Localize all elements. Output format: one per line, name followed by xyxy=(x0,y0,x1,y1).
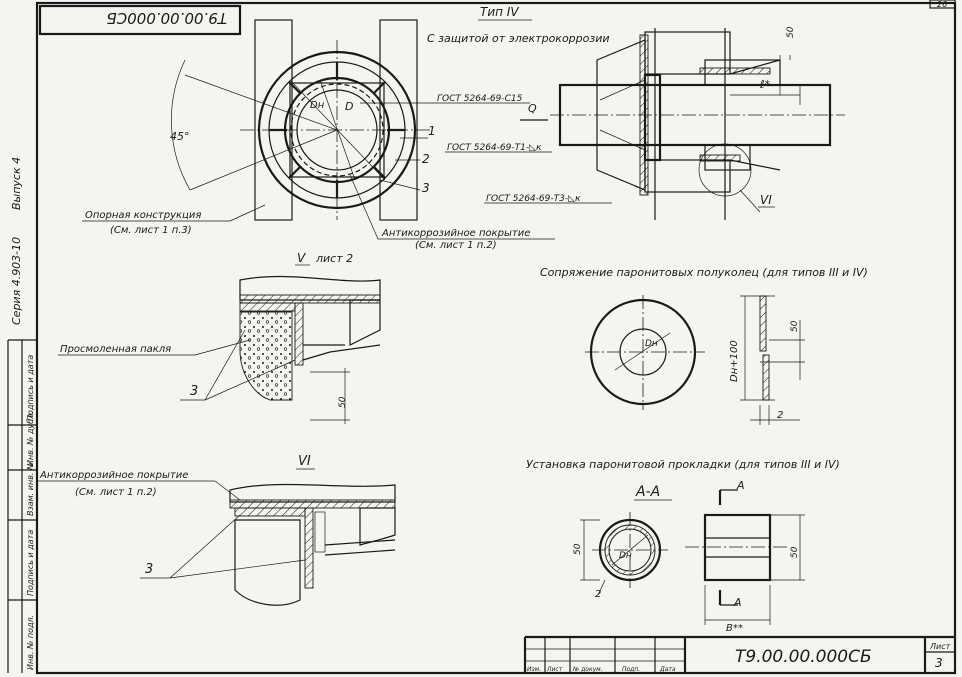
gasket-d: Dн xyxy=(619,551,632,561)
sheet-frame xyxy=(35,1,957,675)
left-strip xyxy=(7,339,37,673)
d-inner-main: D xyxy=(345,100,353,113)
subtitle: С защитой от электрокоррозии xyxy=(427,32,610,45)
detail-v-callout: 3 xyxy=(190,384,198,399)
side-dim-l: ℓ* xyxy=(759,78,771,91)
gasket-section: А-А xyxy=(635,484,660,500)
top-code-box xyxy=(38,4,242,36)
detail-v-title: V xyxy=(297,251,306,265)
support-ref: (См. лист 1 п.3) xyxy=(110,225,192,236)
tb-label-sign: Подп. xyxy=(622,666,640,673)
coating-label: Антикоррозийное покрытие xyxy=(381,228,530,239)
gasket-dim-2: 2 xyxy=(595,589,601,600)
gasket-dim-50a: 50 xyxy=(573,543,583,555)
coating-ref: (См. лист 1 п.2) xyxy=(415,240,497,251)
d-outer-main: Dн xyxy=(310,100,325,111)
ring-dim-dn: Dн+100 xyxy=(729,340,740,382)
detail-vi xyxy=(229,483,396,606)
issue-label: Выпуск 4 xyxy=(10,157,23,210)
page-number-box xyxy=(929,0,956,9)
strip-label-1: Инв. № подл. xyxy=(26,615,35,670)
series-label: Серия 4.903-10 xyxy=(10,237,23,325)
strip-label-5: Подпись и дата xyxy=(26,355,35,421)
detail-vi-label: Антикоррозийное покрытие xyxy=(39,470,188,481)
ring-d: Dн xyxy=(645,339,658,349)
tb-label-list: Лист xyxy=(546,666,563,673)
sheet-number: 3 xyxy=(935,656,943,670)
flow-label: Q xyxy=(528,102,537,115)
gasket-dim-b: В** xyxy=(726,623,743,634)
tb-label-doc: № докум. xyxy=(572,666,603,673)
title-block xyxy=(523,635,955,673)
type-label: Тип IV xyxy=(480,5,519,19)
strip-label-3: Взам. инв. № xyxy=(26,462,35,516)
detail-vi-callout: 3 xyxy=(145,562,153,577)
detail-vi-title: VI xyxy=(298,454,311,469)
ring-joint-view xyxy=(585,295,805,425)
main-side-view xyxy=(550,28,845,220)
angle-45: 45° xyxy=(170,130,190,143)
sheet-label: Лист xyxy=(929,642,951,651)
tb-label-date: Дата xyxy=(659,666,676,673)
strip-label-2: Подпись и дата xyxy=(26,530,35,596)
gost-3: ГОСТ 5264-69-Т3-◺к xyxy=(486,194,581,204)
ring-dim-2: 2 xyxy=(777,410,783,421)
main-code: Т9.00.00.000СБ xyxy=(735,647,872,667)
callout-1: 1 xyxy=(428,124,436,138)
detail-v-dim: 50 xyxy=(338,396,348,408)
ring-dim-50: 50 xyxy=(790,320,800,332)
main-front-view xyxy=(171,19,430,221)
top-code: Т9.00.00.000СБ xyxy=(106,9,227,27)
detail-vi-ref: (См. лист 1 п.2) xyxy=(75,487,157,498)
detail-v-sheet: лист 2 xyxy=(315,252,353,265)
gasket-title: Установка паронитовой прокладки (для тип… xyxy=(526,458,840,471)
side-dim-50: 50 xyxy=(786,26,796,38)
view-vi-ref: VI xyxy=(760,193,772,207)
strip-label-4: Инв. № дубл. xyxy=(26,411,35,466)
detail-v xyxy=(239,275,381,424)
gost-1: ГОСТ 5264-69-С15 xyxy=(437,94,523,104)
gost-2: ГОСТ 5264-69-Т1-◺к xyxy=(447,143,542,153)
page-number: 26 xyxy=(937,0,947,9)
ring-joint-title: Сопряжение паронитовых полуколец (для ти… xyxy=(540,266,868,279)
gasket-views xyxy=(580,489,805,625)
gasket-arrow-bottom: А xyxy=(733,596,742,609)
detail-v-label: Просмоленная пакля xyxy=(60,344,171,355)
support-label: Опорная конструкция xyxy=(85,210,201,221)
callout-2: 2 xyxy=(422,152,430,166)
gasket-dim-50b: 50 xyxy=(790,546,800,558)
gasket-arrow-top: А xyxy=(736,479,745,492)
callout-3: 3 xyxy=(422,181,430,195)
tb-label-izm: Изм. xyxy=(527,666,541,673)
